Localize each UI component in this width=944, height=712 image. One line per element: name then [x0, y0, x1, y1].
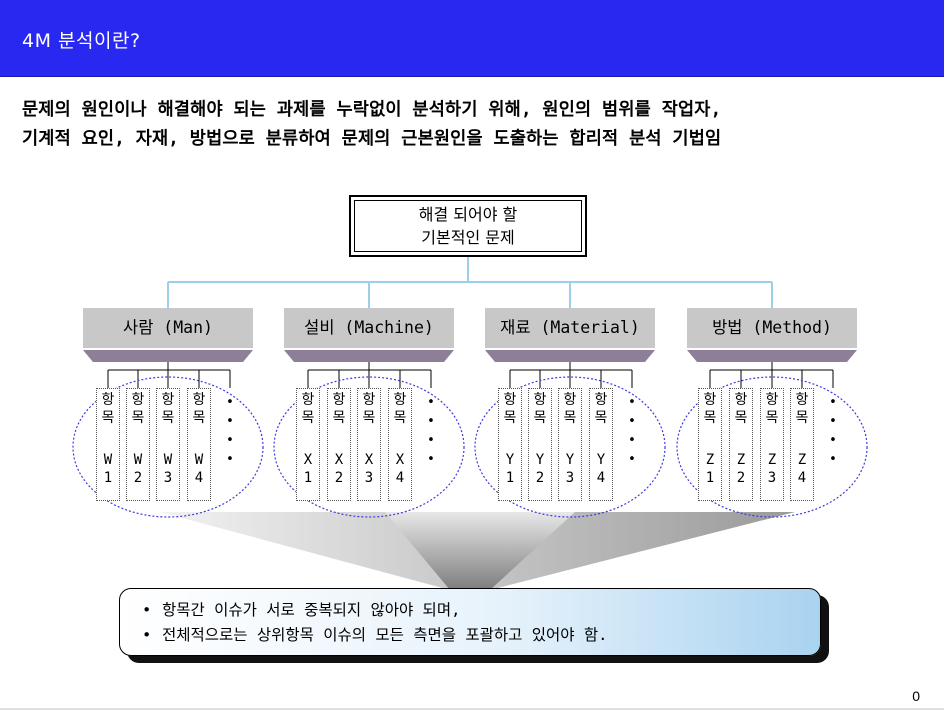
description-line-2: 기계적 요인, 자재, 방법으로 분류하여 문제의 근본원인을 도출하는 합리적… [22, 129, 722, 149]
category-method: 방법 (Method) [687, 308, 857, 348]
category-shadows [83, 350, 857, 362]
item-brackets [107, 362, 834, 388]
ellipsis-dots-man: •••• [226, 395, 234, 467]
ellipsis-dots-machine: •••• [427, 395, 435, 467]
root-line-2: 기본적인 문제 [421, 228, 515, 247]
title-bar: 4M 분석이란? [0, 0, 944, 77]
category-machine: 설비 (Machine) [284, 308, 454, 348]
connector-lines [167, 257, 773, 308]
root-problem-box: 해결 되어야 할 기본적인 문제 [349, 195, 587, 257]
page-number: 0 [912, 688, 920, 704]
grouping-ellipses [72, 376, 868, 518]
description-line-1: 문제의 원인이나 해결해야 되는 과제를 누락없이 분석하기 위해, 원인의 범… [22, 100, 722, 120]
summary-callout: •항목간 이슈가 서로 중복되지 않아야 되며, •전체적으로는 상위항목 이슈… [119, 588, 821, 656]
ellipse-man [72, 376, 264, 518]
category-man: 사람 (Man) [83, 308, 253, 348]
ellipse-machine [273, 376, 465, 518]
funnel-center [385, 512, 575, 590]
root-line-1: 해결 되어야 할 [418, 205, 518, 224]
ellipsis-dots-method: •••• [829, 395, 837, 467]
description: 문제의 원인이나 해결해야 되는 과제를 누락없이 분석하기 위해, 원인의 범… [22, 96, 922, 154]
callout-line-2: •전체적으로는 상위항목 이슈의 모든 측면을 포괄하고 있어야 함. [142, 626, 608, 644]
category-material: 재료 (Material) [485, 308, 655, 348]
slide-title: 4M 분석이란? [22, 30, 141, 52]
callout-line-1: •항목간 이슈가 서로 중복되지 않아야 되며, [142, 601, 461, 619]
ellipsis-dots-material: •••• [628, 395, 636, 467]
ellipse-method [676, 376, 868, 518]
ellipse-material [474, 376, 666, 518]
footer-divider [0, 708, 944, 710]
